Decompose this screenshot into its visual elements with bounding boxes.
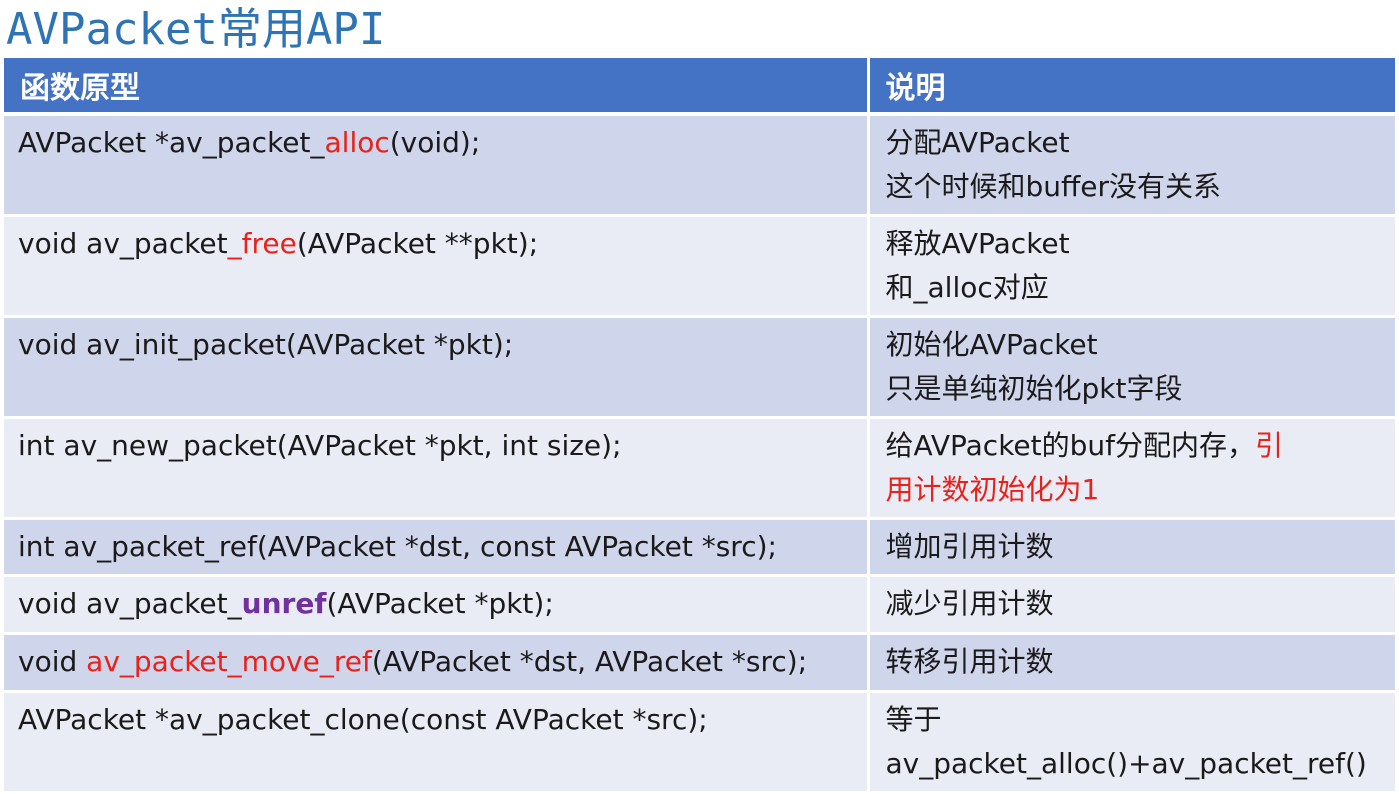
prototype-cell: void av_packet_free(AVPacket **pkt); xyxy=(4,215,870,318)
header-prototype: 函数原型 xyxy=(4,58,870,116)
prototype-cell: AVPacket *av_packet_clone(const AVPacket… xyxy=(4,691,870,794)
prototype-cell: int av_new_packet(AVPacket *pkt, int siz… xyxy=(4,417,870,520)
description-cell: 减少引用计数 xyxy=(868,575,1395,635)
description-cell: 增加引用计数 xyxy=(868,518,1395,577)
highlight-move-ref: av_packet_move_ref xyxy=(86,645,372,678)
prototype-cell: int av_packet_ref(AVPacket *dst, const A… xyxy=(4,518,870,577)
description-cell: 转移引用计数 xyxy=(868,633,1395,693)
table-row: void av_packet_move_ref(AVPacket *dst, A… xyxy=(4,633,1395,693)
page-title: AVPacket常用API xyxy=(6,4,386,55)
table-row: void av_packet_unref(AVPacket *pkt); 减少引… xyxy=(4,575,1395,635)
table-header-row: 函数原型 说明 xyxy=(4,58,1395,116)
table-row: AVPacket *av_packet_clone(const AVPacket… xyxy=(4,691,1395,794)
table-row: void av_init_packet(AVPacket *pkt); 初始化A… xyxy=(4,316,1395,419)
prototype-cell: void av_packet_unref(AVPacket *pkt); xyxy=(4,575,870,635)
table-row: int av_packet_ref(AVPacket *dst, const A… xyxy=(4,518,1395,577)
highlight-unref: unref xyxy=(241,587,327,620)
prototype-cell: void av_packet_move_ref(AVPacket *dst, A… xyxy=(4,633,870,693)
header-description: 说明 xyxy=(868,58,1395,116)
highlight-free: _free xyxy=(227,227,297,260)
prototype-cell: void av_init_packet(AVPacket *pkt); xyxy=(4,316,870,419)
api-table: 函数原型 说明 AVPacket *av_packet_alloc(void);… xyxy=(4,58,1395,794)
description-cell: 给AVPacket的buf分配内存，引用计数初始化为1 xyxy=(868,417,1395,520)
table-row: int av_new_packet(AVPacket *pkt, int siz… xyxy=(4,417,1395,520)
table-row: void av_packet_free(AVPacket **pkt); 释放A… xyxy=(4,215,1395,318)
highlight-ref-count: 引 xyxy=(1255,429,1284,462)
highlight-alloc: alloc xyxy=(324,126,390,159)
prototype-cell: AVPacket *av_packet_alloc(void); xyxy=(4,114,870,217)
table-row: AVPacket *av_packet_alloc(void); 分配AVPac… xyxy=(4,114,1395,217)
